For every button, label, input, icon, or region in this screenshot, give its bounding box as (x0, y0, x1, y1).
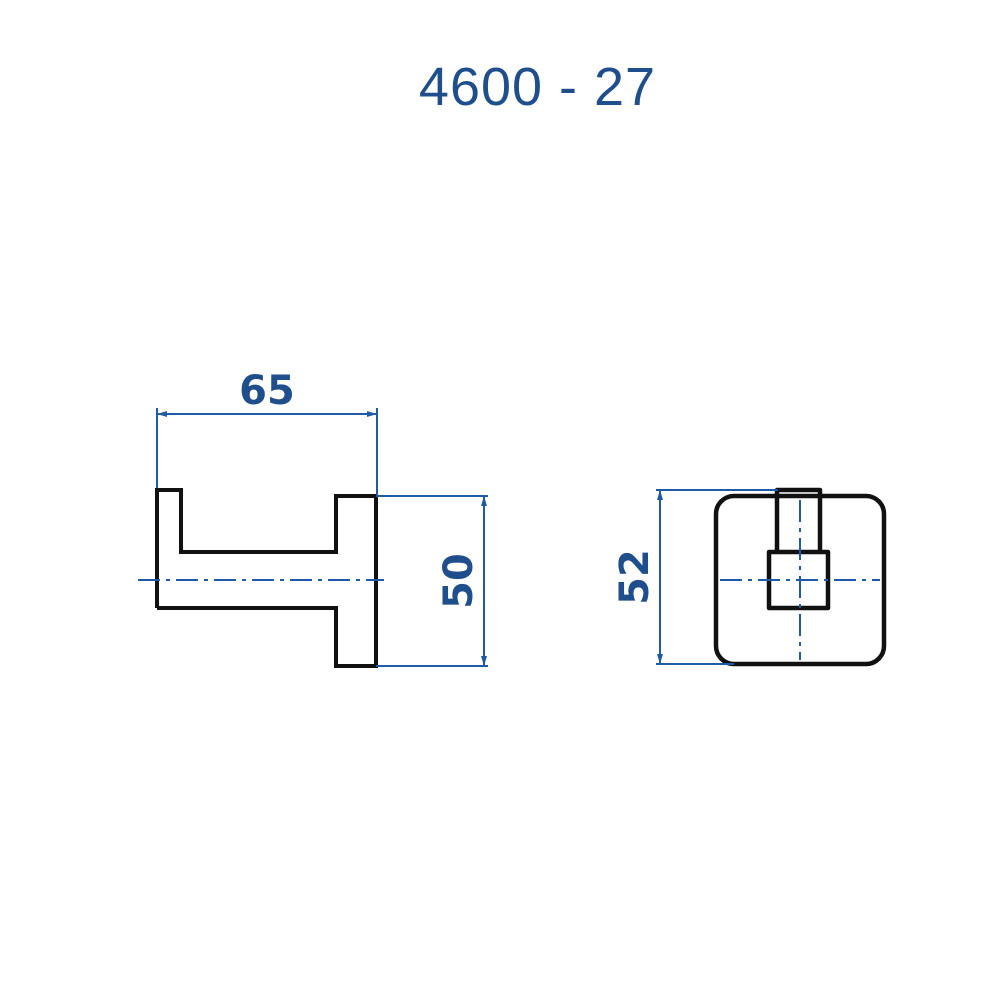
hook-profile-outline (155, 488, 378, 668)
model-code-title: 4600 - 27 (418, 57, 657, 117)
dimension-label-65: 65 (239, 368, 295, 414)
dimension-base-height: 50 (376, 495, 488, 667)
hook-face-outline (766, 487, 831, 611)
dimension-label-50: 50 (436, 553, 482, 609)
arrowhead (657, 490, 663, 500)
dimension-front-height: 52 (612, 489, 778, 665)
dimension-label-52: 52 (612, 549, 658, 605)
base-plate-outline (713, 493, 887, 667)
arrowhead (481, 656, 487, 666)
arrowhead (657, 654, 663, 664)
arrowhead (157, 411, 167, 417)
side-view: 65 50 (138, 368, 488, 668)
arrowhead (367, 411, 377, 417)
dimension-hook-length: 65 (156, 368, 378, 496)
arrowhead (481, 496, 487, 506)
front-view: 52 (612, 487, 887, 667)
